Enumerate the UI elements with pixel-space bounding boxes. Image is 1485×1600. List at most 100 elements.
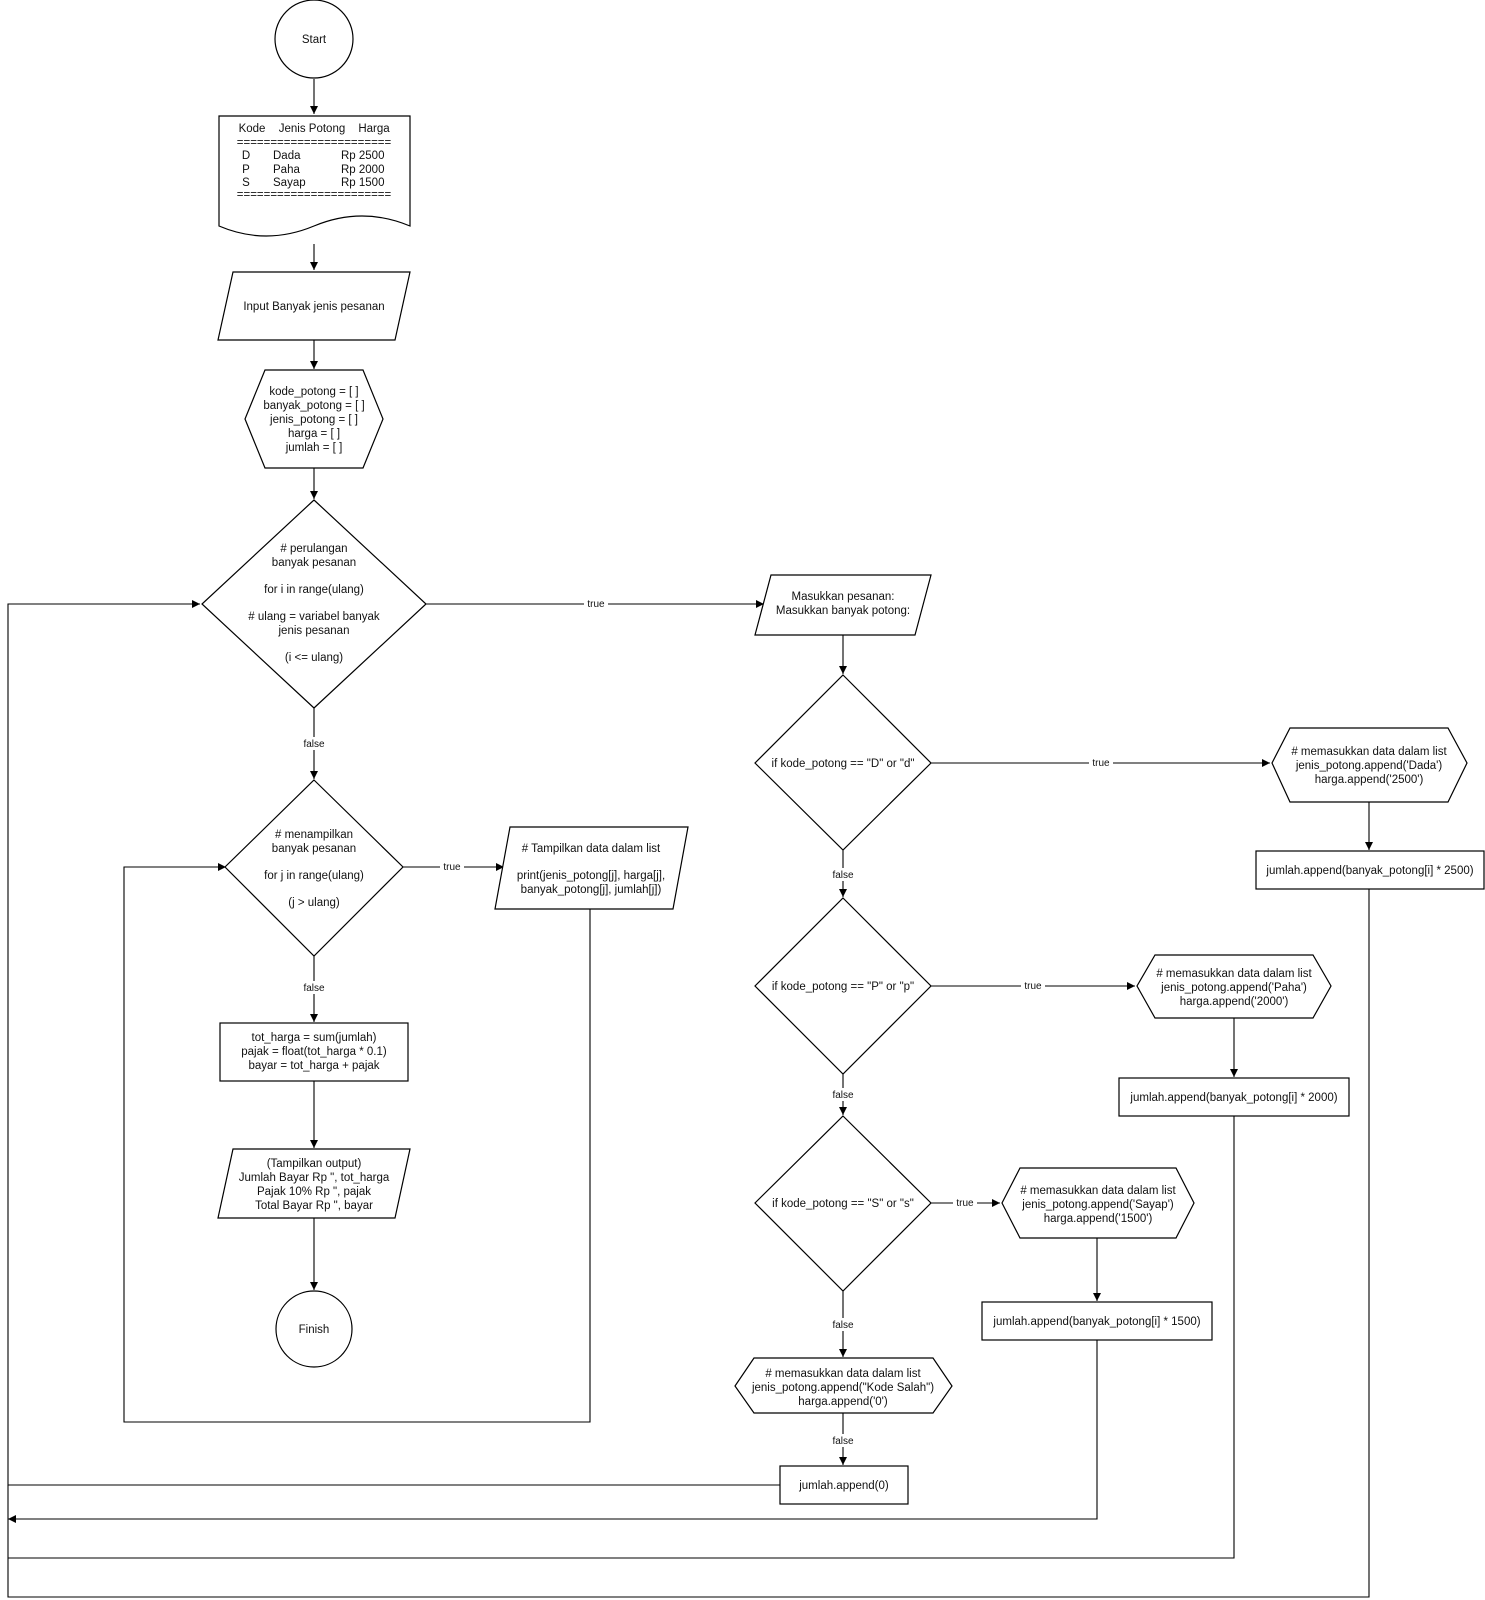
- loop-display-line-2: banyak pesanan: [272, 843, 356, 855]
- label-p-true: true: [1024, 981, 1042, 992]
- loop-order-line-2: banyak pesanan: [272, 557, 356, 569]
- menu-row-p-harga: Rp 2000: [341, 164, 384, 176]
- append-dada-line-3: harga.append('2500'): [1315, 774, 1424, 786]
- append-sayap-line-1: # memasukkan data dalam list: [1020, 1185, 1176, 1197]
- loop-order-line-7: jenis pesanan: [278, 625, 350, 637]
- output-line-4: Total Bayar Rp ", bayar: [255, 1200, 373, 1212]
- jumlah-2000-label: jumlah.append(banyak_potong[i] * 2000): [1129, 1092, 1337, 1104]
- jumlah-0-label: jumlah.append(0): [798, 1480, 889, 1492]
- start-label: Start: [302, 34, 327, 46]
- loop-order-line-6: # ulang = variabel banyak: [248, 611, 380, 623]
- calc-line-1: tot_harga = sum(jumlah): [252, 1032, 377, 1044]
- append-dada-node: # memasukkan data dalam list jenis_poton…: [1271, 727, 1468, 803]
- edges: [7, 79, 1373, 1598]
- finish-node: Finish: [275, 1290, 353, 1368]
- init-lists-node: kode_potong = [ ] banyak_potong = [ ] je…: [244, 369, 384, 469]
- label-loop-true: true: [587, 599, 605, 610]
- jumlah-0-node: jumlah.append(0): [779, 1465, 909, 1505]
- append-sayap-line-2: jenis_potong.append('Sayap'): [1021, 1199, 1174, 1211]
- label-d-false: false: [832, 870, 854, 881]
- finish-label: Finish: [299, 1324, 330, 1336]
- label-p-false: false: [832, 1090, 854, 1101]
- cond-s-label: if kode_potong == "S" or "s": [772, 1198, 914, 1210]
- menu-row-d-jenis: Dada: [273, 150, 301, 162]
- append-dada-line-2: jenis_potong.append('Dada'): [1295, 760, 1443, 772]
- menu-header-jenis: Jenis Potong: [279, 123, 346, 135]
- menu-header-kode: Kode: [239, 123, 266, 135]
- loop-display-line-4: for j in range(ulang): [264, 870, 364, 882]
- jumlah-1500-node: jumlah.append(banyak_potong[i] * 1500): [981, 1301, 1213, 1341]
- append-paha-node: # memasukkan data dalam list jenis_poton…: [1136, 954, 1332, 1019]
- edge-jumlah1500-loop-back: [8, 1340, 1098, 1523]
- start-node: Start: [274, 0, 354, 79]
- loop-display-decision: # menampilkan banyak pesanan for j in ra…: [224, 779, 404, 957]
- jumlah-2500-node: jumlah.append(banyak_potong[i] * 2500): [1255, 850, 1485, 890]
- loop-order-line-1: # perulangan: [280, 543, 347, 555]
- append-sayap-node: # memasukkan data dalam list jenis_poton…: [1001, 1167, 1195, 1239]
- print-list-node: # Tampilkan data dalam list print(jenis_…: [494, 826, 689, 910]
- append-paha-line-3: harga.append('2000'): [1180, 996, 1289, 1008]
- label-salah-false: false: [832, 1436, 854, 1447]
- loop-order-decision: # perulangan banyak pesanan for i in ran…: [201, 499, 427, 709]
- menu-row-d-kode: D: [242, 150, 250, 162]
- output-node: (Tampilkan output) Jumlah Bayar Rp ", to…: [217, 1148, 411, 1219]
- jumlah-1500-label: jumlah.append(banyak_potong[i] * 1500): [992, 1316, 1200, 1328]
- edge-print-loop-back: [123, 863, 591, 1423]
- edge-jumlah0-loop-back: [7, 600, 780, 1486]
- menu-separator-bottom: =======================: [237, 189, 392, 201]
- menu-row-s-kode: S: [242, 177, 250, 189]
- print-list-line-3: print(jenis_potong[j], harga[j],: [517, 870, 665, 882]
- menu-document: Kode Jenis Potong Harga ================…: [218, 115, 411, 237]
- menu-row-s-jenis: Sayap: [273, 177, 306, 189]
- append-paha-line-2: jenis_potong.append('Paha'): [1160, 982, 1307, 994]
- menu-row-d-harga: Rp 2500: [341, 150, 384, 162]
- output-line-3: Pajak 10% Rp ", pajak: [257, 1186, 371, 1198]
- jumlah-2500-label: jumlah.append(banyak_potong[i] * 2500): [1265, 865, 1473, 877]
- calc-node: tot_harga = sum(jumlah) pajak = float(to…: [219, 1022, 409, 1082]
- edge-jumlah2500-loop-back: [7, 889, 1370, 1598]
- edge-labels: true false true false true false true fa…: [301, 597, 1113, 1447]
- cond-s-decision: if kode_potong == "S" or "s": [754, 1115, 932, 1292]
- loop-order-line-4: for i in range(ulang): [264, 584, 364, 596]
- init-line-5: jumlah = [ ]: [285, 442, 343, 454]
- menu-header-harga: Harga: [358, 123, 390, 135]
- menu-row-p-kode: P: [242, 164, 250, 176]
- label-loop-false: false: [303, 739, 325, 750]
- init-line-1: kode_potong = [ ]: [269, 386, 358, 398]
- menu-separator-top: =======================: [237, 137, 392, 149]
- input-order-node: Masukkan pesanan: Masukkan banyak potong…: [754, 574, 932, 636]
- label-display-false: false: [303, 983, 325, 994]
- append-salah-node: # memasukkan data dalam list jenis_poton…: [734, 1357, 953, 1414]
- cond-d-decision: if kode_potong == "D" or "d": [754, 674, 932, 851]
- label-s-true: true: [956, 1198, 974, 1209]
- input-order-line-2: Masukkan banyak potong:: [776, 605, 910, 617]
- cond-p-decision: if kode_potong == "P" or "p": [754, 897, 932, 1075]
- loop-order-line-9: (i <= ulang): [285, 652, 343, 664]
- loop-display-line-6: (j > ulang): [288, 897, 340, 909]
- init-line-4: harga = [ ]: [288, 428, 340, 440]
- init-line-2: banyak_potong = [ ]: [263, 400, 364, 412]
- append-dada-line-1: # memasukkan data dalam list: [1291, 746, 1447, 758]
- append-sayap-line-3: harga.append('1500'): [1044, 1213, 1153, 1225]
- edge-jumlah2000-loop-back: [8, 1116, 1235, 1559]
- print-list-line-1: # Tampilkan data dalam list: [522, 843, 661, 855]
- append-salah-line-3: harga.append('0'): [798, 1396, 888, 1408]
- calc-line-3: bayar = tot_harga + pajak: [248, 1060, 379, 1072]
- append-salah-line-1: # memasukkan data dalam list: [765, 1368, 921, 1380]
- input-jenis-label: Input Banyak jenis pesanan: [243, 301, 384, 313]
- cond-p-label: if kode_potong == "P" or "p": [772, 981, 914, 993]
- output-line-1: (Tampilkan output): [267, 1158, 362, 1170]
- cond-d-label: if kode_potong == "D" or "d": [772, 758, 915, 770]
- input-order-line-1: Masukkan pesanan:: [792, 591, 895, 603]
- menu-row-p-jenis: Paha: [273, 164, 300, 176]
- calc-line-2: pajak = float(tot_harga * 0.1): [241, 1046, 387, 1058]
- menu-row-s-harga: Rp 1500: [341, 177, 384, 189]
- label-d-true: true: [1092, 758, 1110, 769]
- label-s-false: false: [832, 1320, 854, 1331]
- append-salah-line-2: jenis_potong.append("Kode Salah"): [751, 1382, 934, 1394]
- input-jenis-node: Input Banyak jenis pesanan: [217, 271, 411, 341]
- jumlah-2000-node: jumlah.append(banyak_potong[i] * 2000): [1118, 1077, 1350, 1117]
- output-line-2: Jumlah Bayar Rp ", tot_harga: [239, 1172, 390, 1184]
- print-list-line-4: banyak_potong[j], jumlah[j]): [521, 884, 662, 896]
